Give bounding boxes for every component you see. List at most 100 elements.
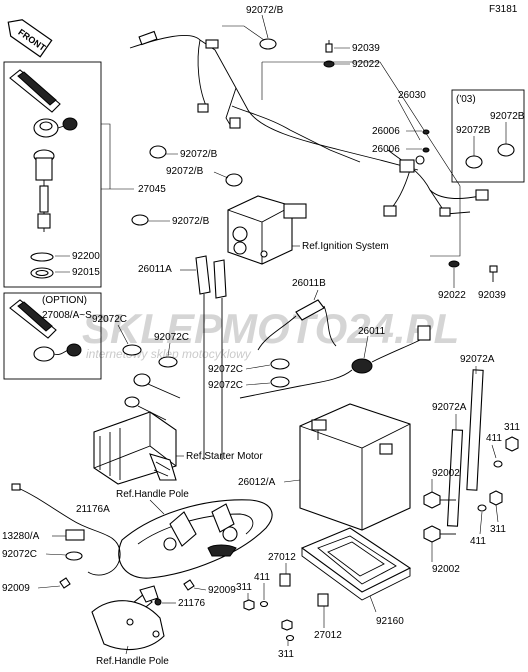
label-92072C-a: 92072C xyxy=(92,314,127,325)
clamp-92072B-l1 xyxy=(149,145,167,159)
washer-411-right xyxy=(493,460,503,468)
label-92039-right: 92039 xyxy=(478,290,506,301)
washer-311-d xyxy=(285,634,295,642)
label-13280A: 13280/A xyxy=(2,531,40,542)
bolt-92039-top xyxy=(325,40,333,53)
clamp-03-a xyxy=(497,143,515,157)
clip-26006-b xyxy=(422,147,430,153)
label-92072B-l1: 92072/B xyxy=(180,149,218,160)
washer-92200 xyxy=(30,252,54,262)
label-26011B: 26011B xyxy=(292,278,326,289)
label-92072A-b: 92072A xyxy=(432,402,467,413)
screw-92009-a xyxy=(59,577,71,589)
bracket-13280A xyxy=(65,529,85,541)
label-411-c: 411 xyxy=(254,572,270,583)
main-harness xyxy=(129,30,419,171)
cable-21176A xyxy=(11,483,121,576)
clamp-92072C-a xyxy=(122,344,142,356)
lead-26011 xyxy=(239,325,431,399)
label-26012A: 26012/A xyxy=(238,477,276,488)
clip-27012-b xyxy=(317,593,329,607)
label-ref-handle-a: Ref.Handle Pole xyxy=(116,489,189,500)
label-92072B-top: 92072/B xyxy=(246,5,284,16)
clamp-92072B-l3 xyxy=(131,214,149,226)
front-arrow-icon: FRONT xyxy=(7,19,53,58)
bolt-92039-right xyxy=(489,265,498,282)
key-switch-body xyxy=(33,149,55,232)
clamp-92072B-top xyxy=(259,38,277,50)
nut-311-right-b xyxy=(489,490,503,506)
plug-cap-26011A xyxy=(195,255,227,460)
clamp-92072C-c xyxy=(270,358,290,370)
starter-motor xyxy=(93,411,177,485)
label-27008: 27008/A~S xyxy=(42,310,92,321)
nut-92015 xyxy=(30,267,54,279)
clamp-92072C-b xyxy=(158,356,178,368)
label-26006-a: 26006 xyxy=(372,126,400,137)
battery-26012A xyxy=(299,403,411,531)
label-92002-a: 92002 xyxy=(432,468,460,479)
label-92015: 92015 xyxy=(72,267,100,278)
label-21176A: 21176A xyxy=(76,504,110,515)
label-26011: 26011 xyxy=(358,326,386,337)
label-92072B-r1: 92072B xyxy=(490,111,525,122)
label-92072A-a: 92072A xyxy=(460,354,495,365)
label-92072C-d: 92072C xyxy=(208,380,243,391)
clamp-92072C-e xyxy=(65,551,83,561)
label-92200: 92200 xyxy=(72,251,100,262)
sub-harness-outline xyxy=(262,61,461,257)
label-92009-b: 92009 xyxy=(208,585,236,596)
handle-pole-housing xyxy=(118,499,273,579)
label-92160: 92160 xyxy=(376,616,404,627)
label-ref-starter: Ref.Starter Motor xyxy=(186,451,263,462)
option-box xyxy=(3,292,102,380)
lead-26011B xyxy=(257,299,337,351)
watermark-brand: SKLEPMOTO24.PL xyxy=(82,305,459,352)
washer-92022-right xyxy=(448,260,460,268)
clamp-92072C-d xyxy=(270,376,290,388)
label-26030: 26030 xyxy=(398,90,426,101)
label-26006-b: 26006 xyxy=(372,144,400,155)
label-311-a: 311 xyxy=(504,422,520,433)
key-switch-box xyxy=(3,61,102,288)
label-311-d: 311 xyxy=(278,649,294,660)
label-92072B-l3: 92072/B xyxy=(172,216,210,227)
sub-harness-26030 xyxy=(383,149,489,217)
label-03: ('03) xyxy=(456,94,476,105)
label-92072B-r2: 92072B xyxy=(456,125,491,136)
label-ref-ignition: Ref.Ignition System xyxy=(302,241,389,252)
washer-411-c xyxy=(259,600,269,608)
label-27045: 27045 xyxy=(138,184,166,195)
label-92039-top: 92039 xyxy=(352,43,380,54)
washer-411-right-b xyxy=(477,504,487,512)
battery-strap-92072A xyxy=(446,369,484,527)
nut-311-c xyxy=(243,599,255,611)
label-92009-a: 92009 xyxy=(2,583,30,594)
clip-27012-a xyxy=(279,573,291,587)
clamp-03-b xyxy=(465,155,483,169)
clamp-92072B-l2 xyxy=(225,173,243,187)
key-icon xyxy=(9,69,61,113)
screw-92009-b xyxy=(183,579,195,591)
option-key-icon xyxy=(9,299,82,362)
figure-code: F3181 xyxy=(489,4,518,15)
label-92002-b: 92002 xyxy=(432,564,460,575)
label-21176: 21176 xyxy=(178,598,206,609)
label-311-b: 311 xyxy=(490,524,506,535)
label-92072C-e: 92072C xyxy=(2,549,37,560)
label-311-c: 311 xyxy=(236,582,252,593)
label-411-a: 411 xyxy=(486,433,502,444)
key-switch-cap xyxy=(33,117,78,138)
nut-311-d xyxy=(281,619,293,631)
label-92022-top: 92022 xyxy=(352,59,380,70)
starter-leads xyxy=(124,373,181,421)
ignition-coil-unit xyxy=(227,195,307,265)
label-92072C-c: 92072C xyxy=(208,364,243,375)
battery-tray-92160 xyxy=(300,527,412,601)
label-option: (OPTION) xyxy=(42,295,87,306)
year-03-box xyxy=(451,89,525,183)
nut-311-right xyxy=(505,436,519,452)
label-ref-handle-b: Ref.Handle Pole xyxy=(96,656,169,667)
bolt-92002-b xyxy=(423,525,456,543)
